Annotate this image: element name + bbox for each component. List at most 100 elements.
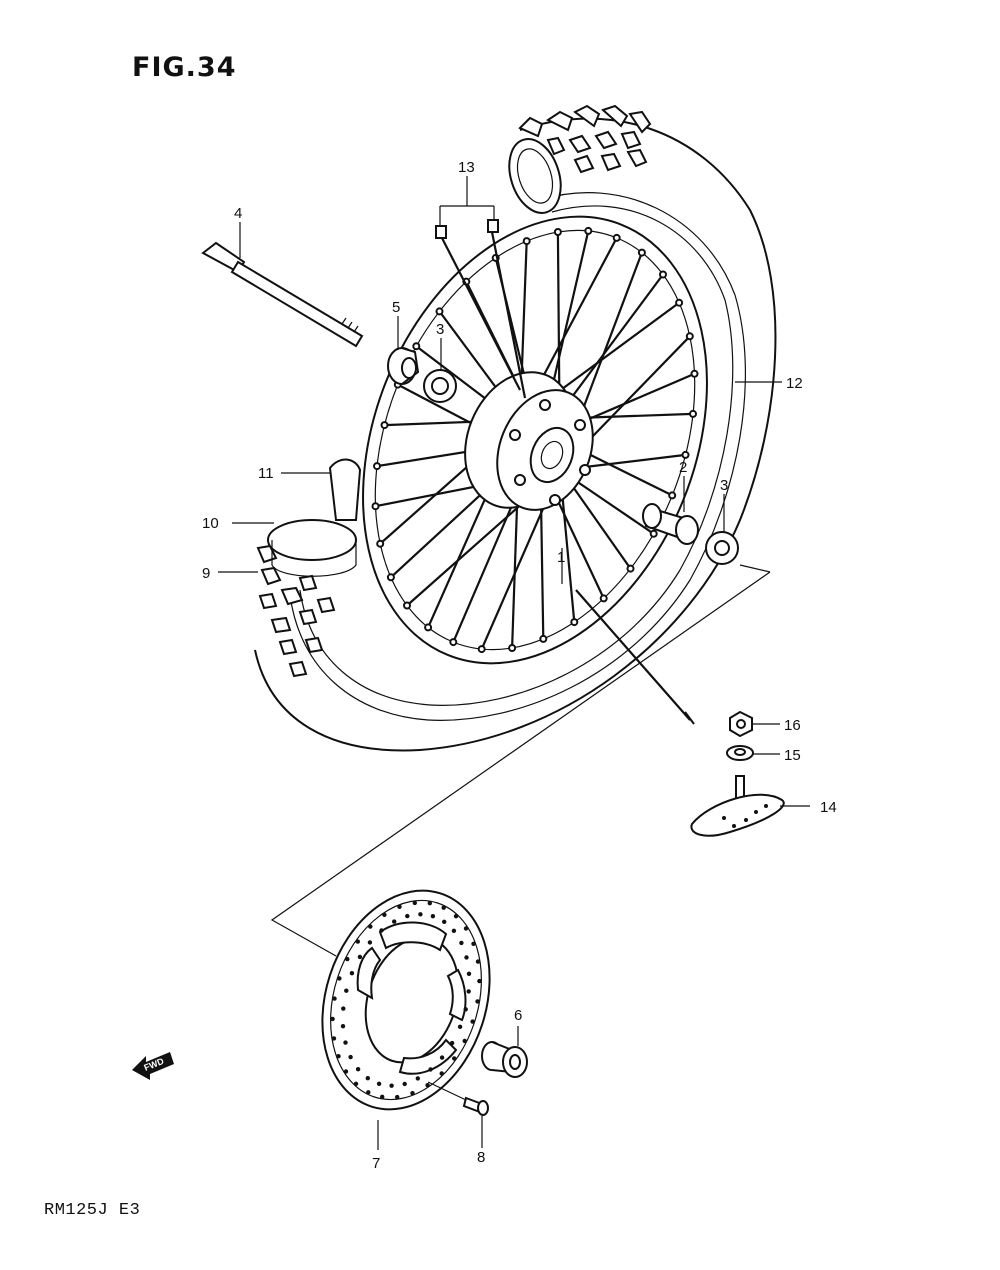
spoke-nipple (424, 623, 433, 632)
spoke-nipple (659, 270, 667, 279)
spacer-6 (481, 1041, 528, 1078)
bearing-3-right (705, 531, 739, 565)
callout-10: 10 (202, 515, 219, 532)
vent-hole (428, 1067, 433, 1072)
vent-hole (439, 1071, 444, 1076)
spoke-nipple (689, 409, 697, 418)
vent-hole (457, 1024, 463, 1030)
vent-hole (459, 940, 464, 946)
vent-hole (402, 1081, 407, 1087)
vent-hole (353, 1081, 359, 1087)
leader-lines (218, 176, 810, 1150)
spoke-nipple (649, 529, 658, 538)
vent-hole (337, 976, 342, 981)
model-code: RM125J E3 (44, 1201, 141, 1220)
vent-hole (343, 1040, 348, 1045)
vent-hole (466, 989, 471, 994)
vent-hole (412, 900, 417, 906)
spoke-nipple (435, 307, 444, 316)
spoke-nipple (373, 462, 381, 471)
spoke-nipple (403, 601, 411, 610)
vent-hole (343, 1069, 349, 1074)
tread-top (518, 104, 652, 174)
hub (464, 371, 594, 511)
vent-hole (430, 914, 436, 919)
spoke-nipple (380, 421, 389, 430)
vent-hole (477, 978, 482, 984)
spoke-set-13 (435, 205, 527, 399)
vent-hole (418, 912, 423, 917)
vent-hole (331, 1036, 337, 1041)
spoke-nipple (668, 491, 677, 500)
valve-stem-1 (575, 589, 695, 725)
callout-8: 8 (477, 1149, 485, 1166)
vent-hole (439, 1055, 445, 1060)
washer-15 (726, 745, 754, 761)
callout-14: 14 (820, 799, 837, 816)
spoke-nipple (626, 564, 635, 573)
tread-left (256, 544, 336, 678)
vent-hole (380, 1094, 385, 1100)
vent-hole (475, 999, 480, 1004)
callout-3-upper: 3 (436, 321, 444, 338)
callout-15: 15 (784, 747, 801, 764)
callout-1: 1 (557, 549, 565, 566)
spoke-nipple (386, 573, 395, 582)
spoke-nipple (412, 342, 421, 351)
callout-11: 11 (258, 465, 274, 482)
vent-hole (379, 928, 384, 933)
vent-hole (376, 1081, 382, 1087)
vent-hole (425, 1083, 430, 1088)
callout-6: 6 (514, 1007, 522, 1024)
spacer-2 (642, 503, 699, 545)
rim-lock-nut-16 (729, 710, 753, 738)
fwd-arrow-icon: FWD (132, 1052, 174, 1080)
callout-12: 12 (786, 375, 803, 392)
brake-disc-7 (321, 889, 491, 1111)
vent-hole (332, 996, 337, 1001)
spoke-nipple (508, 644, 517, 652)
callout-2: 2 (679, 459, 687, 476)
vent-hole (366, 1090, 371, 1095)
vent-hole (397, 904, 402, 909)
vent-hole (415, 1076, 420, 1081)
disc-vent-holes (330, 900, 482, 1100)
spoke-nipple (371, 502, 380, 511)
spacer-5 (387, 347, 420, 385)
spoke-nipple (675, 298, 684, 307)
vent-hole (365, 1076, 370, 1081)
vent-hole (470, 1019, 475, 1024)
vent-hole (405, 913, 410, 919)
assembly-lines (270, 564, 771, 957)
vent-hole (395, 1094, 400, 1100)
vent-hole (349, 971, 355, 976)
callouts: 4 5 3 13 11 10 9 12 2 3 1 16 15 14 6 7 8 (202, 159, 837, 1172)
spoke-nipple (449, 638, 458, 647)
vent-hole (452, 1056, 457, 1061)
vent-hole (340, 1023, 346, 1029)
spoke-nipple (637, 248, 646, 257)
vent-hole (357, 954, 363, 960)
spoke-nipple (376, 539, 385, 548)
tube-10-strap-11 (267, 458, 362, 577)
callout-5: 5 (392, 299, 400, 316)
vent-hole (471, 941, 476, 946)
vent-hole (355, 1067, 361, 1072)
tire (254, 104, 777, 752)
callout-4: 4 (234, 205, 242, 222)
vent-hole (464, 955, 469, 960)
bearing-3-upper (423, 369, 457, 403)
vent-hole (427, 901, 432, 906)
spoke-nipple (539, 634, 548, 643)
vent-hole (453, 914, 459, 919)
vent-hole (344, 988, 349, 993)
callout-3-right: 3 (720, 477, 728, 494)
vent-hole (462, 1038, 467, 1044)
callout-13: 13 (458, 159, 475, 176)
vent-hole (475, 959, 481, 964)
spoke-nipple (477, 645, 486, 654)
vent-hole (466, 971, 472, 976)
spoke-nipple (570, 618, 579, 627)
spoke-nipple (690, 369, 699, 378)
